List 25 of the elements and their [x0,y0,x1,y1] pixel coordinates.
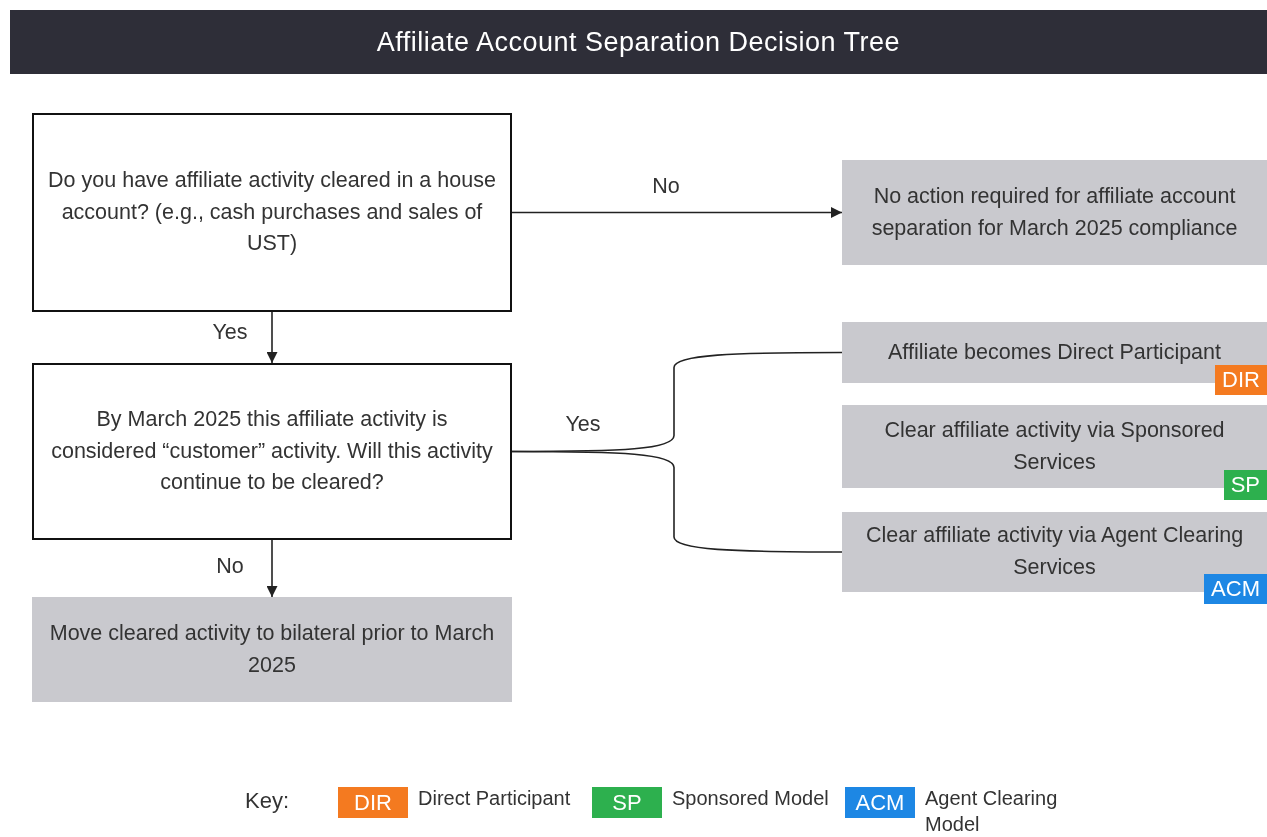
arrow [266,539,278,598]
node-text: By March 2025 this affiliate activity is considered “customer” activity. Will this activity continue to be cleared? [50,406,494,497]
legend-swatch: SP [592,787,662,818]
arrow [511,207,843,218]
decision-box [32,363,512,540]
tag: ACM [1204,574,1267,604]
legend-text: Sponsored Model [672,786,830,811]
arrow [266,311,278,364]
node-text: No action required for affiliate account separation for March 2025 compliance [870,182,1239,242]
legend-text: Direct Participant [418,786,572,811]
legend-swatch: DIR [338,787,408,818]
title: Affiliate Account Separation Decision Tree [376,26,901,58]
node-text: Affiliate becomes Direct Participant [888,338,1221,366]
legend-text: Agent Clearing Model [925,786,1059,837]
outcome-box [842,160,1267,265]
node-text: Move cleared activity to bilateral prior to March 2025 [48,619,496,679]
connector-line [511,450,843,553]
node-text: Clear affiliate activity via Sponsored Services [883,416,1226,476]
tag: SP [1223,470,1267,500]
key-label: Key: [245,788,290,814]
legend-swatch: ACM [845,787,915,818]
tag: DIR [1215,365,1267,395]
outcome-box [32,597,512,702]
node-text: Do you have affiliate activity cleared in a house account? (e.g., cash purchases and sales of UST) [48,167,496,258]
decision-box [32,113,512,312]
